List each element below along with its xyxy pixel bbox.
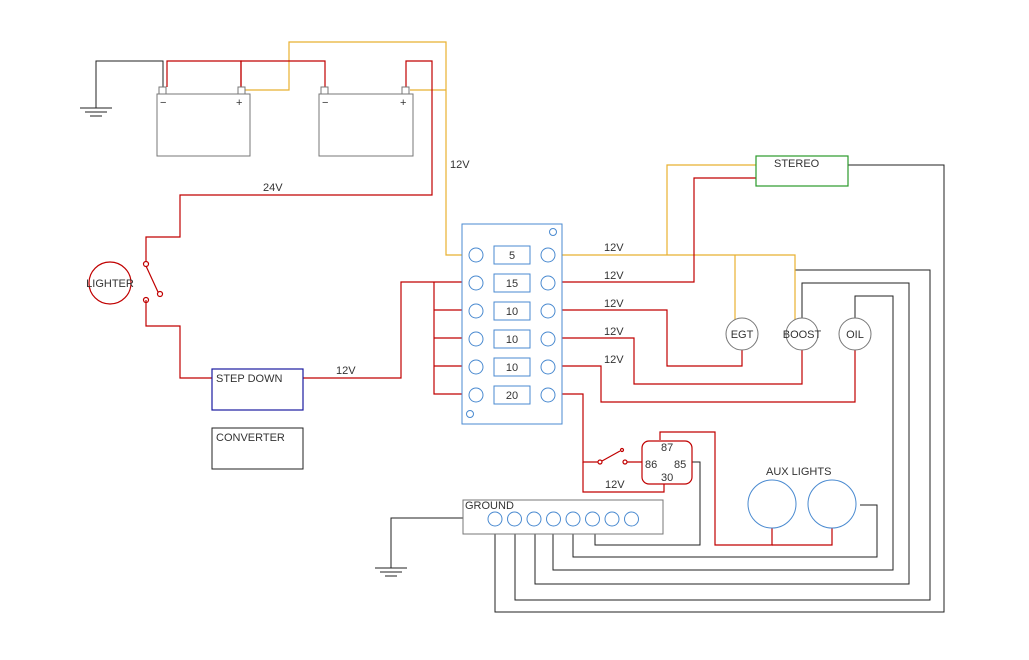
oil-label: OIL — [846, 329, 864, 341]
fuse-row: 15 — [468, 273, 556, 293]
label-12v-relay: 12V — [605, 479, 625, 491]
fuse-output-voltage-label: 12V — [604, 242, 624, 254]
ground-terminal — [526, 511, 542, 527]
fuse-terminal-out — [540, 359, 556, 375]
aux-lights-label: AUX LIGHTS — [766, 466, 831, 478]
aux-switch — [597, 447, 628, 465]
relay-pin-86: 86 — [645, 459, 657, 471]
fuse-rating: 10 — [506, 334, 518, 346]
relay-pin-85: 85 — [674, 459, 686, 471]
ground-terminal — [507, 511, 522, 527]
power-wires — [145, 60, 856, 546]
label-12v-stepdown: 12V — [336, 365, 356, 377]
label-12v-battery: 12V — [450, 159, 470, 171]
lighter-label: LIGHTER — [86, 278, 134, 290]
step-down-label: STEP DOWN — [216, 373, 282, 385]
fuse-terminal-in — [468, 275, 484, 291]
fuse-rows: 5 15 10 10 10 20 — [468, 245, 556, 405]
relay-pin-87: 87 — [661, 442, 673, 454]
fuse-row: 10 — [468, 301, 556, 321]
egt-label: EGT — [731, 329, 754, 341]
stereo-label: STEREO — [774, 158, 820, 170]
battery-right-pos-label: + — [400, 97, 406, 109]
fuse-terminal-out — [540, 247, 556, 263]
fuse-output-voltage-label: 12V — [604, 354, 624, 366]
battery-right: − + — [318, 86, 414, 157]
battery-right-neg-label: − — [322, 97, 328, 109]
fuse-body — [493, 385, 531, 405]
ground-bus: GROUND — [462, 499, 664, 535]
ground-terminal — [546, 511, 561, 527]
lighter-switch — [142, 260, 164, 304]
fuse-body — [493, 329, 531, 349]
fuse-terminal-out — [540, 303, 556, 319]
fuse-rating: 10 — [506, 362, 518, 374]
fuse-body — [493, 357, 531, 377]
fuse-terminal-in — [468, 303, 484, 319]
ground-terminal — [565, 511, 581, 527]
fuse-rating: 10 — [506, 306, 518, 318]
fuse-output-voltage-label: 12V — [604, 298, 624, 310]
fuse-body — [493, 301, 531, 321]
battery-ground — [80, 60, 164, 117]
fuse-output-labels: 12V 12V 12V 12V 12V — [604, 242, 624, 366]
fuse-terminal-out — [540, 275, 556, 291]
lighter: LIGHTER — [86, 261, 134, 305]
fuse-rating: 20 — [506, 390, 518, 402]
fuse-output-voltage-label: 12V — [604, 326, 624, 338]
battery-left-pos-label: + — [236, 97, 242, 109]
battery-left: − + — [156, 86, 251, 157]
oil-gauge: OIL — [838, 317, 872, 351]
relay-pin-30: 30 — [661, 472, 673, 484]
label-24v: 24V — [263, 182, 283, 194]
fuse-terminal-out — [540, 331, 556, 347]
fuse-row: 5 — [468, 245, 556, 265]
ground-terminal — [604, 511, 620, 527]
fuse-terminal-in — [468, 359, 484, 375]
fuse-terminal-in — [468, 331, 484, 347]
step-down-box: STEP DOWN — [211, 368, 304, 411]
ground-bus-label: GROUND — [465, 500, 514, 512]
fuse-rating: 5 — [509, 250, 515, 262]
fuse-terminal-in — [468, 387, 484, 403]
battery-left-neg-label: − — [160, 97, 166, 109]
ground-return-wires — [494, 164, 945, 613]
boost-gauge: BOOST — [783, 317, 822, 351]
fuse-body — [493, 245, 531, 265]
ground-terminal — [624, 511, 639, 527]
egt-gauge: EGT — [725, 317, 759, 351]
fuse-rating: 15 — [506, 278, 518, 290]
fuse-block: 5 15 10 10 10 20 — [461, 223, 563, 425]
fuse-body — [493, 273, 531, 293]
ground-terminals — [487, 511, 639, 527]
relay: 87 86 85 30 — [641, 440, 693, 485]
bus-chassis-ground — [375, 517, 463, 577]
fuse-row: 20 — [468, 385, 556, 405]
fuse-row: 10 — [468, 357, 556, 377]
fuse-terminal-out — [540, 387, 556, 403]
ground-terminal — [487, 511, 503, 527]
stereo-box: STEREO — [755, 155, 849, 187]
fuse-terminal-in — [468, 247, 484, 263]
aux-lights: AUX LIGHTS — [747, 466, 857, 529]
converter-box: CONVERTER — [211, 427, 304, 470]
boost-label: BOOST — [783, 329, 822, 341]
fuse-row: 10 — [468, 329, 556, 349]
fuse-output-voltage-label: 12V — [604, 270, 624, 282]
ground-terminal — [585, 511, 600, 527]
voltage-labels: 12V 24V 12V 12V 12V 12V 12V 12V 12V — [263, 159, 625, 491]
converter-label: CONVERTER — [216, 432, 285, 444]
